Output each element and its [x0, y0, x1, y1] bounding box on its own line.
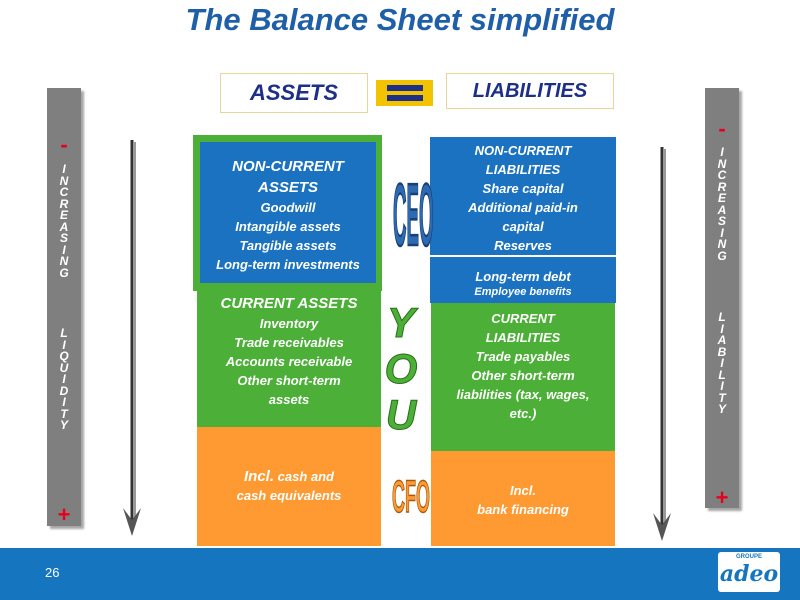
current-liabilities-title-2: LIABILITIES [485, 330, 561, 345]
ceo-label: CEO [393, 166, 434, 266]
cash-line-1: Incl. cash and [244, 467, 334, 486]
left-bottom-plus: + [57, 502, 71, 527]
you-letter-y: Y [386, 299, 415, 346]
left-top-minus: - [60, 132, 68, 157]
liability-item-capital: capital [502, 219, 544, 234]
non-current-liabilities-block: NON-CURRENT LIABILITIES Share capital Ad… [430, 137, 616, 255]
long-term-debt: Long-term debt [475, 269, 571, 284]
logo-adeo: adeo [719, 561, 779, 587]
non-current-assets-title-2: ASSETS [257, 179, 318, 196]
bank-financing-block: Incl. bank financing [431, 451, 615, 546]
you-letter-o: O [384, 345, 418, 392]
liability-item-share-capital: Share capital [482, 181, 564, 196]
liability-item-etc: etc.) [509, 406, 537, 421]
cfo-label: CFO [392, 473, 431, 523]
assets-header: ASSETS [220, 73, 368, 113]
asset-item-other-short-term: Other short-term [237, 373, 341, 388]
current-liabilities-block: CURRENT LIABILITIES Trade payables Other… [431, 303, 615, 451]
you-letter-u: U [385, 391, 417, 438]
non-current-liabilities-title-2: LIABILITIES [485, 162, 561, 177]
non-current-liabilities-title-1: NON-CURRENT [474, 143, 572, 158]
asset-item-trade-receivables: Trade receivables [234, 335, 344, 350]
liability-item-tax-wages: liabilities (tax, wages, [456, 387, 590, 402]
cash-block: Incl. cash and cash equivalents [197, 427, 381, 546]
right-liability-bar [705, 88, 739, 508]
asset-item-inventory: Inventory [259, 316, 319, 331]
liabilities-header: LIABILITIES [446, 73, 614, 109]
current-assets-title: CURRENT ASSETS [220, 295, 358, 312]
liabilities-header-label: LIABILITIES [472, 79, 588, 102]
left-down-arrow [123, 140, 141, 536]
liability-item-additional-paid-in: Additional paid-in [468, 200, 578, 215]
asset-item-intangible: Intangible assets [235, 219, 341, 234]
liability-item-other-short-term: Other short-term [471, 368, 575, 383]
cash-line-2: cash equivalents [236, 488, 342, 503]
bank-incl: Incl. [509, 483, 536, 498]
current-assets-block: CURRENT ASSETS Inventory Trade receivabl… [197, 291, 381, 427]
slide-title: The Balance Sheet simplified [185, 2, 615, 37]
equals-icon [376, 80, 433, 106]
right-bottom-plus: + [715, 485, 729, 510]
cash-incl: Incl. [244, 468, 275, 485]
liability-item-reserves: Reserves [494, 238, 552, 253]
liability-item-trade-payables: Trade payables [475, 349, 571, 364]
right-top-minus: - [718, 116, 726, 141]
page-number: 26 [45, 565, 60, 580]
adeo-logo: GROUPE adeo [718, 552, 782, 594]
left-liquidity-bar [47, 88, 81, 526]
asset-item-long-term-investments: Long-term investments [216, 257, 360, 272]
asset-item-tangible: Tangible assets [239, 238, 337, 253]
right-down-arrow [653, 147, 671, 541]
non-current-assets-title-1: NON-CURRENT [232, 158, 344, 175]
footer-bar [0, 548, 800, 600]
bank-financing: bank financing [477, 502, 569, 517]
asset-item-goodwill: Goodwill [260, 200, 316, 215]
logo-groupe: GROUPE [735, 554, 762, 560]
cash-and: cash and [274, 469, 334, 484]
current-liabilities-title-1: CURRENT [491, 311, 555, 326]
assets-header-label: ASSETS [249, 80, 339, 105]
asset-item-assets: assets [268, 392, 310, 407]
non-current-assets-block: NON-CURRENT ASSETS Goodwill Intangible a… [200, 142, 376, 283]
you-label: Y O U [381, 299, 421, 440]
employee-benefits: Employee benefits [474, 286, 572, 298]
long-term-debt-block: Long-term debt Employee benefits [430, 257, 616, 303]
asset-item-accounts-receivable: Accounts receivable [225, 354, 353, 369]
